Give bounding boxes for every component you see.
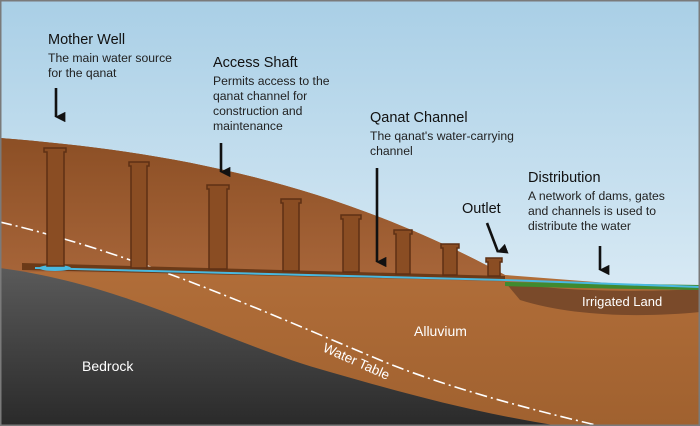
access-shaft-4 [340,214,362,273]
bedrock-layer [0,268,560,426]
qanat-channel-title: Qanat Channel [370,110,468,126]
grass-strip [505,282,700,290]
label-distribution: Distribution A network of dams, gates an… [528,170,665,233]
qanat-channel-desc-1: The qanat's water-carrying [370,129,514,143]
mother-well-desc-2: for the qanat [48,66,117,80]
access-shaft-2 [206,184,230,270]
mother-well-title: Mother Well [48,32,125,48]
access-shaft-desc-2: qanat channel for [213,89,307,103]
bedrock-label: Bedrock [82,358,134,374]
access-shaft-3 [280,198,302,272]
distribution-title: Distribution [528,170,601,186]
mother-well-shaft [43,147,67,267]
arrow-outlet [485,222,509,254]
label-mother-well: Mother Well The main water source for th… [48,32,172,80]
irrigated-land-label: Irrigated Land [582,294,662,309]
pointer-arrows [54,88,610,276]
access-shaft-1 [128,161,150,269]
distribution-desc-3: distribute the water [528,219,631,233]
alluvium-label: Alluvium [414,323,467,339]
label-qanat-channel: Qanat Channel The qanat's water-carrying… [370,110,514,158]
access-shaft-title: Access Shaft [213,55,298,71]
outlet-title: Outlet [462,201,501,217]
access-shaft-desc-3: construction and [213,104,302,118]
access-shaft-desc-4: maintenance [213,119,283,133]
shafts [43,147,503,277]
surface-hill [0,138,505,282]
access-shaft-7 [485,257,503,277]
channel-water [34,267,700,288]
label-access-shaft: Access Shaft Permits access to the qanat… [213,55,330,133]
water-table-line [0,221,601,426]
access-shaft-6 [440,243,460,276]
access-shaft-5 [393,229,413,275]
distribution-desc-2: and channels is used to [528,204,656,218]
mother-well-desc-1: The main water source [48,51,172,65]
irrigated-soil [505,282,700,316]
distribution-desc-1: A network of dams, gates [528,189,665,203]
qanat-channel-desc-2: channel [370,144,413,158]
access-shaft-desc-1: Permits access to the [213,74,330,88]
